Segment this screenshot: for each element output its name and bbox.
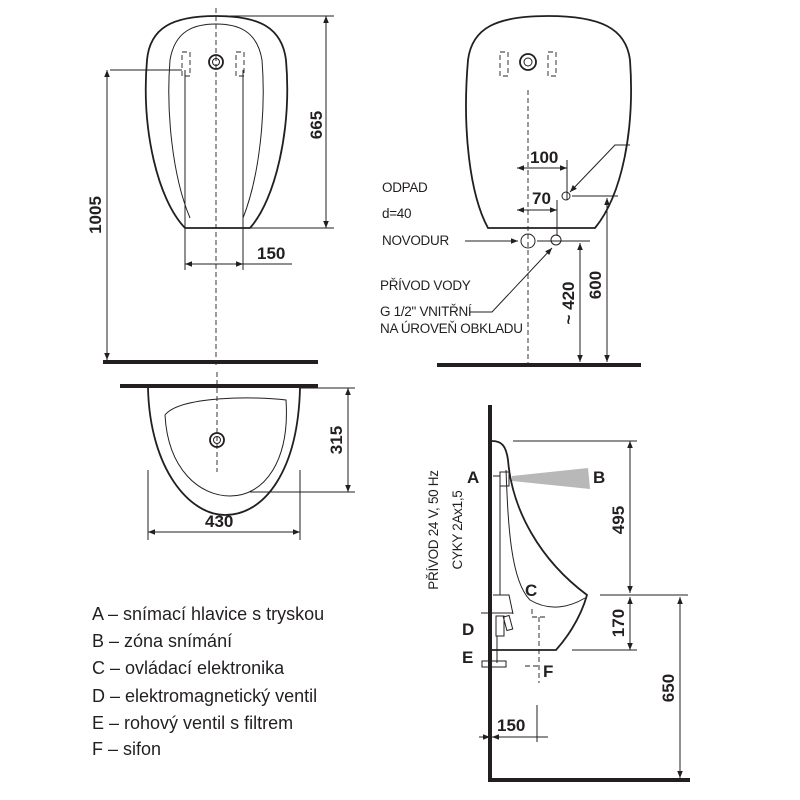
sensor-head-a <box>499 471 510 487</box>
dim-70-label: 70 <box>532 189 551 208</box>
drain-note-1: ODPAD <box>382 180 428 195</box>
legend: A – snímací hlavice s tryskou B – zóna s… <box>92 604 324 759</box>
label-f: F <box>543 662 553 681</box>
label-c: C <box>525 581 537 600</box>
dim-665-label: 665 <box>307 111 326 139</box>
label-a: A <box>467 468 479 487</box>
urinal-back-outline <box>465 15 632 229</box>
legend-item-f: F – sifon <box>92 739 161 759</box>
dim-650-label: 650 <box>659 674 678 702</box>
top-view: 315 430 <box>120 372 355 540</box>
power-note-2: CYKY 2Ax1,5 <box>450 491 465 570</box>
water-inlet <box>550 234 562 246</box>
legend-item-c: C – ovládací elektronika <box>92 658 285 678</box>
section-view: A B C D E F PŘÍVOD 24 V, 50 Hz CYKY 2Ax1… <box>426 405 690 782</box>
water-note-2: G 1/2" VNITŘNÍ <box>380 304 472 319</box>
electrical-outlet <box>561 191 571 201</box>
drain-pipe <box>520 233 536 249</box>
sensing-zone-b <box>512 468 590 489</box>
drain-note-3: NOVODUR <box>382 233 449 248</box>
legend-item-a: A – snímací hlavice s tryskou <box>92 604 324 624</box>
legend-item-b: B – zóna snímání <box>92 631 232 651</box>
dim-1005-label: 1005 <box>86 196 105 234</box>
urinal-top-outline <box>147 387 301 516</box>
label-b: B <box>593 468 605 487</box>
urinal-side-outline <box>491 440 589 651</box>
dim-150-label: 150 <box>497 716 525 735</box>
front-view: 150 665 1005 <box>86 8 334 365</box>
water-note-1: PŘÍVOD VODY <box>380 278 471 293</box>
installation-view: 100 70 ODPAD d=40 NOVODUR PŘÍVOD VODY G … <box>380 15 641 370</box>
dim-315-label: 315 <box>327 426 346 454</box>
solenoid-valve-d <box>502 614 514 632</box>
dim-430-label: 430 <box>205 512 233 531</box>
drain-note-2: d=40 <box>382 206 411 221</box>
dim-100-label: 100 <box>530 148 558 167</box>
label-d: D <box>462 620 474 639</box>
power-note-1: PŘÍVOD 24 V, 50 Hz <box>426 470 441 590</box>
urinal-front-outline <box>144 15 289 229</box>
legend-item-e: E – rohový ventil s filtrem <box>92 713 293 733</box>
dim-495-label: 495 <box>609 506 628 534</box>
water-note-3: NA ÚROVEŇ OBKLADU <box>380 321 523 336</box>
dim-600-label: 600 <box>586 271 605 299</box>
angle-valve-e <box>481 660 507 668</box>
dim-150-label: 150 <box>257 244 285 263</box>
dim-420-label: ~ 420 <box>559 281 578 324</box>
label-e: E <box>462 648 473 667</box>
legend-item-d: D – elektromagnetický ventil <box>92 686 317 706</box>
dim-170-label: 170 <box>609 609 628 637</box>
